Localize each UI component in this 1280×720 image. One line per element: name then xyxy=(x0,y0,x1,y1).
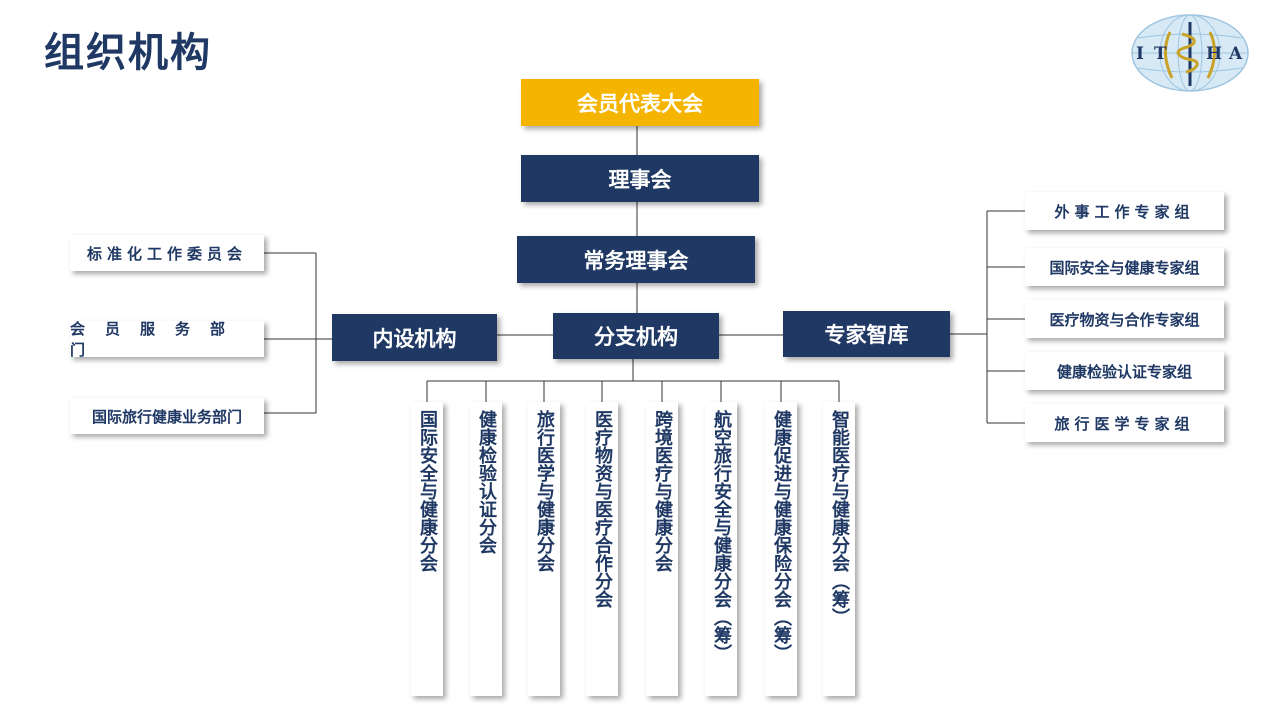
branch-label: 跨境医疗与健康分会 xyxy=(652,410,673,572)
branch-box-aviation: 航空旅行安全与健康分会（筹） xyxy=(705,402,737,696)
expert-group-intl-safety: 国际安全与健康专家组 xyxy=(1025,248,1224,286)
expert-think-tank-box: 专家智库 xyxy=(783,311,950,357)
itha-logo: I T H A xyxy=(1126,12,1254,94)
internal-unit-travel-health: 国际旅行健康业务部门 xyxy=(70,398,264,434)
branch-box-cross-border: 跨境医疗与健康分会 xyxy=(646,402,678,696)
page-title: 组织机构 xyxy=(44,30,212,76)
svg-text:A: A xyxy=(1228,44,1243,64)
branch-label: 航空旅行安全与健康分会（筹） xyxy=(711,410,732,662)
internal-departments-box: 内设机构 xyxy=(332,314,497,361)
council-box: 理事会 xyxy=(521,155,759,202)
branch-label: 健康促进与健康保险分会（筹） xyxy=(771,410,792,662)
expert-group-travel-medicine: 旅行医学专家组 xyxy=(1025,404,1224,442)
branch-box-health-certification: 健康检验认证分会 xyxy=(470,402,502,696)
branch-label: 健康检验认证分会 xyxy=(476,410,497,554)
internal-unit-member-services: 会员服务部门 xyxy=(70,320,264,359)
expert-group-health-certification: 健康检验认证专家组 xyxy=(1025,352,1224,390)
branch-label: 智能医疗与健康分会（筹） xyxy=(829,410,850,626)
members-assembly-box: 会员代表大会 xyxy=(521,79,759,126)
branch-label: 国际安全与健康分会 xyxy=(417,410,438,572)
svg-text:T: T xyxy=(1154,44,1167,64)
branch-box-smart-medical: 智能医疗与健康分会（筹） xyxy=(823,402,855,696)
branch-organizations-box: 分支机构 xyxy=(553,313,719,359)
branch-label: 旅行医学与健康分会 xyxy=(534,410,555,572)
expert-group-medical-supplies: 医疗物资与合作专家组 xyxy=(1025,300,1224,338)
expert-group-foreign-affairs: 外事工作专家组 xyxy=(1025,192,1224,230)
branch-label: 医疗物资与医疗合作分会 xyxy=(592,410,613,608)
internal-unit-standardization: 标准化工作委员会 xyxy=(70,235,264,271)
svg-text:I: I xyxy=(1136,44,1144,64)
branch-box-medical-supplies: 医疗物资与医疗合作分会 xyxy=(586,402,618,696)
svg-text:H: H xyxy=(1206,44,1222,64)
branch-box-intl-safety: 国际安全与健康分会 xyxy=(411,402,443,696)
standing-council-box: 常务理事会 xyxy=(517,236,755,283)
branch-box-travel-medicine: 旅行医学与健康分会 xyxy=(528,402,560,696)
branch-box-health-promotion: 健康促进与健康保险分会（筹） xyxy=(765,402,797,696)
